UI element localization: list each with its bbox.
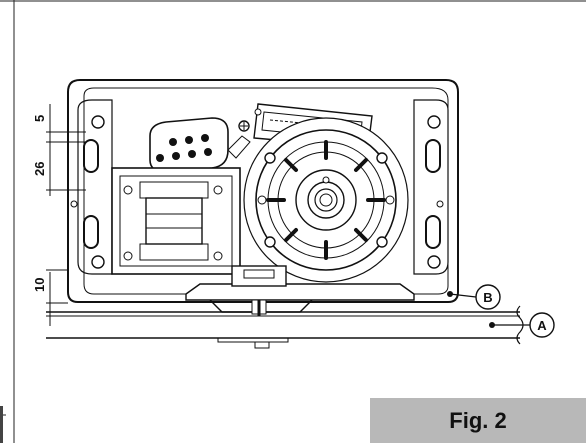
pinion-base — [185, 265, 415, 316]
callout-a-letter: A — [537, 318, 547, 333]
electric-motor — [243, 117, 409, 283]
callout-b-circle — [475, 284, 501, 310]
dimension-label-10: 10 — [32, 278, 47, 292]
dimension-label-26: 26 — [32, 162, 47, 176]
terminal-connector — [149, 117, 251, 173]
callout-a-circle — [529, 312, 555, 338]
figure-caption: Fig. 2 — [370, 398, 586, 443]
frame-corner-mark — [0, 406, 3, 443]
callout-b-letter: B — [483, 290, 492, 305]
transformer — [111, 167, 241, 275]
callout-a-dot — [489, 322, 495, 328]
callout-b-leader — [449, 293, 477, 298]
dimension-label-5: 5 — [32, 115, 47, 122]
callout-b-dot — [447, 291, 453, 297]
dimension-lines — [46, 104, 86, 326]
